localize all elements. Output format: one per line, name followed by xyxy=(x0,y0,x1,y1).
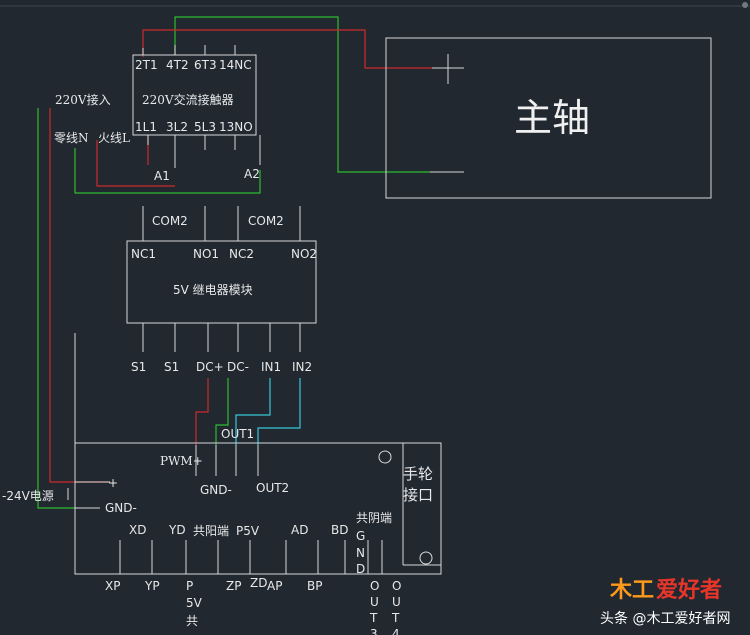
label-xp: XP xyxy=(105,579,120,593)
spindle-label: 主轴 xyxy=(514,96,590,140)
label-out3-u: U xyxy=(370,595,379,609)
watermark-logo-1: 木工 xyxy=(609,578,654,603)
label-ap: AP xyxy=(267,579,282,593)
coil-a2-label: A2 xyxy=(244,167,260,181)
relay-box xyxy=(126,240,317,324)
gnd-left-label: GND- xyxy=(105,501,137,515)
contactor: 2T1 4T2 6T3 14NC 220V交流接触器 1L1 3L2 5L3 1… xyxy=(132,45,261,183)
power-in-label: 220V接入 xyxy=(55,92,111,107)
handwheel-label-2: 接口 xyxy=(403,486,433,504)
neutral-label: 零线N xyxy=(54,131,89,145)
label-out3-3: 3 xyxy=(370,627,378,635)
wire-cyan-in2 xyxy=(257,378,301,445)
contactor-l3-label: 5L3 xyxy=(194,120,216,134)
label-ad: AD xyxy=(291,523,308,537)
label-gnd-g: G xyxy=(356,529,365,543)
relay-com2-label: COM2 xyxy=(248,214,284,228)
wire-red-psu xyxy=(49,108,110,483)
relay-title: 5V 继电器模块 xyxy=(173,283,253,297)
label-xd: XD xyxy=(129,523,146,537)
controller-board: OUT1 PWM+ GND- OUT2 手轮 接口 + GND- -24V电源 … xyxy=(2,333,442,635)
label-bp: BP xyxy=(307,579,322,593)
relay-pin-dcplus: DC+ xyxy=(196,360,224,374)
relay-nc1-label: NC1 xyxy=(131,247,156,261)
pwm-label: PWM+ xyxy=(160,454,203,468)
watermark: 木工 爱好者 头条 @木工爱好者网 xyxy=(600,577,730,627)
wire-red-t1-spindle xyxy=(142,29,432,69)
watermark-caption: 头条 @木工爱好者网 xyxy=(600,610,730,627)
label-common-cathode: 共阴端 xyxy=(356,511,392,525)
label-out4-u: U xyxy=(392,595,401,609)
spindle: 主轴 xyxy=(385,37,712,199)
label-yp: YP xyxy=(144,579,160,593)
label-yd: YD xyxy=(168,523,186,537)
contactor-l2-label: 3L2 xyxy=(166,120,188,134)
relay-pin-s1a: S1 xyxy=(131,360,146,374)
label-out4-t: T xyxy=(391,611,400,625)
window-dot xyxy=(742,2,748,8)
coil-a1-label: A1 xyxy=(154,169,170,183)
psu-plus-label: + xyxy=(108,476,118,490)
label-p5v-v-common: 共 xyxy=(186,614,198,628)
out2-label: OUT2 xyxy=(256,481,289,495)
relay-module: COM2 COM2 NC1 NO1 NC2 NO2 5V 继电器模块 S1 S1… xyxy=(126,206,317,374)
contactor-nc-label: 14NC xyxy=(219,58,252,72)
contactor-t1-label: 2T1 xyxy=(135,58,158,72)
wire-cyan-in1 xyxy=(235,378,271,445)
label-gnd-d: D xyxy=(356,562,365,576)
label-p5v: P5V xyxy=(236,524,260,538)
gnd-mid-label: GND- xyxy=(200,483,232,497)
label-bd: BD xyxy=(331,523,348,537)
contactor-title: 220V交流接触器 xyxy=(142,92,234,107)
contactor-l1-label: 1L1 xyxy=(135,120,157,134)
relay-com1-label: COM2 xyxy=(152,214,188,228)
watermark-logo-2: 爱好者 xyxy=(656,577,722,603)
relay-no2-label: NO2 xyxy=(291,247,317,261)
wire-green-dcminus xyxy=(215,378,229,445)
label-out4-o: O xyxy=(392,579,401,593)
relay-pin-dcminus: DC- xyxy=(227,360,249,374)
label-p5v-v-5v: 5V xyxy=(186,596,203,610)
label-zp: ZP xyxy=(226,579,241,593)
mount-hole-bottom xyxy=(419,551,433,565)
relay-pin-s1b: S1 xyxy=(164,360,179,374)
relay-ticks xyxy=(142,206,301,352)
relay-no1-label: NO1 xyxy=(193,247,219,261)
wire-green-neutral xyxy=(74,148,261,194)
label-p5v-v-p: P xyxy=(186,579,193,593)
handwheel-label-1: 手轮 xyxy=(403,465,433,483)
psu-label: -24V电源 xyxy=(2,489,54,503)
relay-pin-in2: IN2 xyxy=(292,360,312,374)
label-common-anode: 共阳端 xyxy=(193,524,229,538)
live-label: 火线L xyxy=(98,131,130,145)
label-out4-4: 4 xyxy=(392,627,400,635)
spindle-box xyxy=(385,37,712,199)
relay-pin-in1: IN1 xyxy=(261,360,281,374)
label-gnd-n: N xyxy=(356,546,365,560)
label-out3-t: T xyxy=(369,611,378,625)
wire-red-dcplus xyxy=(195,378,209,445)
contactor-terminal-ticks xyxy=(142,45,261,168)
relay-nc2-label: NC2 xyxy=(229,247,254,261)
controller-ticks xyxy=(67,445,383,574)
contactor-t2-label: 4T2 xyxy=(166,58,189,72)
contactor-t3-label: 6T3 xyxy=(194,58,217,72)
label-out3-o: O xyxy=(370,579,379,593)
mount-hole-top xyxy=(378,450,392,464)
contactor-no-label: 13NO xyxy=(219,120,253,134)
out1-label: OUT1 xyxy=(221,427,254,441)
wire-green-psu xyxy=(37,108,76,509)
wires xyxy=(37,16,432,509)
label-zd: ZD xyxy=(250,576,267,590)
contactor-box xyxy=(132,54,257,136)
